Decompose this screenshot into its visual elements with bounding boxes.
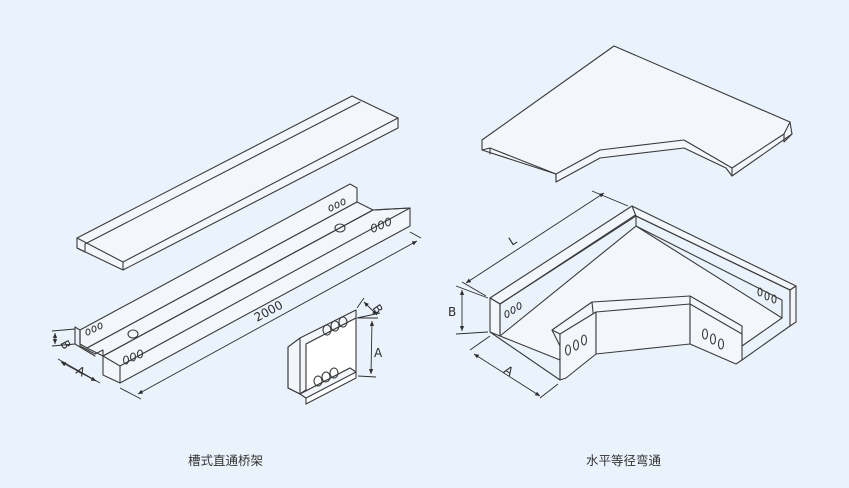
straight-tray-group: 2000 B A xyxy=(51,95,422,468)
dim-a-label-elbow: A xyxy=(501,363,516,380)
straight-cover-plate xyxy=(76,95,399,271)
dim-b-label-elbow: B xyxy=(448,305,456,319)
caption-elbow: 水平等径弯通 xyxy=(586,453,662,468)
detail-a-label: A xyxy=(374,346,383,360)
elbow-cover-plate xyxy=(481,45,793,183)
caption-straight: 槽式直通桥架 xyxy=(188,453,263,468)
elbow-body xyxy=(489,205,797,381)
dim-a-straight: A xyxy=(57,358,101,384)
dim-b-elbow: B xyxy=(448,285,489,335)
straight-end-section: A B xyxy=(287,297,386,405)
detail-b-label: B xyxy=(370,302,386,317)
elbow-group: L B A 水平等径弯通 xyxy=(448,45,797,468)
dim-l-label: L xyxy=(506,233,519,249)
dim-a-label-straight: A xyxy=(74,363,89,380)
dim-b-label-straight: B xyxy=(57,338,73,352)
dim-b-straight: B xyxy=(51,328,76,352)
